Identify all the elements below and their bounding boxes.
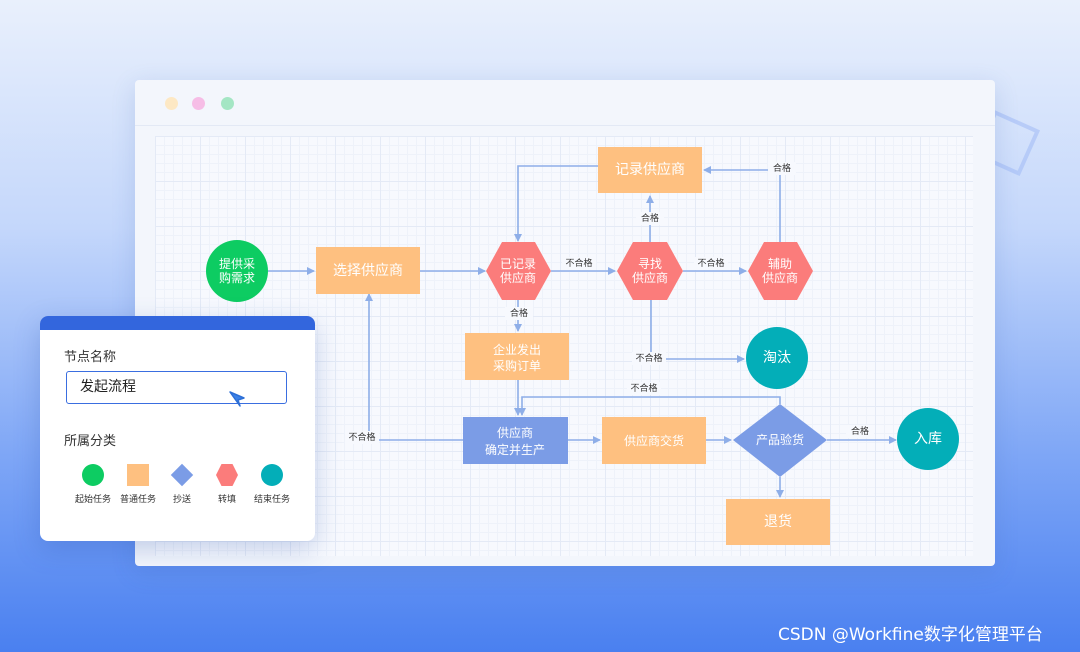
node-select-supplier[interactable]: 选择供应商 bbox=[316, 247, 420, 294]
node-eliminate[interactable]: 淘汰 bbox=[746, 327, 808, 389]
category-item-label: 转填 bbox=[217, 495, 236, 505]
window-maximize-dot[interactable] bbox=[192, 97, 205, 110]
node-name-label: 节点名称 bbox=[64, 350, 117, 365]
category-item-label: 起始任务 bbox=[74, 495, 111, 505]
category-item-label: 抄送 bbox=[172, 495, 191, 505]
edge-label-find-to-record: 合格 bbox=[641, 212, 659, 224]
edge-label-confirm-to-select: 不合格 bbox=[348, 431, 375, 443]
node-return-goods[interactable]: 退货 bbox=[726, 499, 830, 545]
node-shape bbox=[746, 327, 808, 389]
node-line: 辅助 bbox=[768, 257, 792, 271]
node-issue-purchase-order[interactable]: 企业发出 采购订单 bbox=[465, 333, 569, 380]
edge-label-recorded-to-order: 合格 bbox=[510, 307, 528, 319]
edge-assist-to-record bbox=[703, 166, 781, 242]
task-square-icon bbox=[127, 464, 149, 486]
mouse-pointer-icon bbox=[229, 391, 245, 407]
node-line: 采购订单 bbox=[493, 358, 541, 373]
node-line: 入库 bbox=[914, 431, 942, 447]
node-shape bbox=[316, 247, 420, 294]
category-item-label: 结束任务 bbox=[253, 495, 290, 505]
node-confirm-production[interactable]: 供应商 确定并生产 bbox=[463, 417, 568, 464]
node-shape bbox=[733, 404, 827, 477]
panel-header-bar bbox=[40, 316, 315, 330]
node-properties-panel: 节点名称 发起流程 所属分类 起始任务 普通任务 抄送 转填 结束任务 bbox=[40, 316, 315, 541]
node-find-supplier[interactable]: 寻找 供应商 bbox=[617, 242, 683, 300]
node-supplier-delivery[interactable]: 供应商交货 bbox=[602, 417, 706, 464]
node-assist-supplier[interactable]: 辅助 供应商 bbox=[748, 242, 813, 300]
transfer-hexagon-icon bbox=[216, 464, 238, 486]
category-cc[interactable]: 抄送 bbox=[152, 463, 212, 505]
window-titlebar bbox=[135, 80, 995, 126]
start-circle-icon bbox=[82, 464, 104, 486]
category-transfer[interactable]: 转填 bbox=[197, 464, 257, 505]
node-shape bbox=[617, 242, 683, 300]
node-line: 供应商 bbox=[500, 270, 536, 285]
node-shape bbox=[206, 240, 268, 302]
category-start-task[interactable]: 起始任务 bbox=[63, 464, 123, 505]
node-shape bbox=[602, 417, 706, 464]
node-line: 选择供应商 bbox=[333, 262, 403, 279]
category-label: 所属分类 bbox=[64, 434, 117, 449]
edge-inspect-to-confirm bbox=[518, 396, 781, 416]
node-shape bbox=[897, 408, 959, 470]
edge-find-to-eliminate bbox=[650, 300, 745, 363]
node-line: 供应商 bbox=[497, 425, 533, 440]
node-line: 提供采 bbox=[219, 256, 255, 271]
node-record-supplier[interactable]: 记录供应商 bbox=[598, 147, 702, 193]
edge-label-inspect-to-warehouse: 合格 bbox=[851, 425, 869, 437]
node-shape bbox=[726, 499, 830, 545]
edge-label-recorded-to-find: 不合格 bbox=[565, 257, 592, 269]
edge-label-assist-to-record: 合格 bbox=[773, 162, 791, 174]
node-line: 供应商 bbox=[632, 270, 668, 285]
node-line: 寻找 bbox=[638, 257, 662, 271]
node-shape bbox=[486, 242, 551, 300]
node-name-input[interactable]: 发起流程 bbox=[66, 371, 287, 404]
node-line: 供应商交货 bbox=[624, 433, 684, 448]
node-shape bbox=[463, 417, 568, 464]
node-line: 记录供应商 bbox=[615, 161, 685, 178]
node-line: 企业发出 bbox=[493, 342, 541, 357]
node-line: 淘汰 bbox=[763, 350, 791, 366]
edge-label-inspect-to-confirm: 不合格 bbox=[630, 382, 657, 394]
node-shape bbox=[598, 147, 702, 193]
node-line: 确定并生产 bbox=[485, 442, 545, 457]
category-item-label: 普通任务 bbox=[119, 495, 156, 505]
node-line: 供应商 bbox=[762, 270, 798, 285]
node-line: 退货 bbox=[764, 513, 792, 530]
window-close-dot[interactable] bbox=[221, 97, 234, 110]
end-circle-icon bbox=[261, 464, 283, 486]
cc-diamond-icon bbox=[170, 463, 194, 487]
category-end-task[interactable]: 结束任务 bbox=[242, 464, 302, 505]
node-start-provide-demand[interactable]: 提供采 购需求 bbox=[206, 240, 268, 302]
node-recorded-supplier[interactable]: 已记录 供应商 bbox=[486, 242, 551, 300]
edge-label-find-to-eliminate: 不合格 bbox=[635, 352, 662, 364]
edge-label-find-to-assist: 不合格 bbox=[697, 257, 724, 269]
category-normal-task[interactable]: 普通任务 bbox=[108, 464, 168, 505]
node-warehouse[interactable]: 入库 bbox=[897, 408, 959, 470]
node-line: 产品验货 bbox=[756, 432, 804, 447]
node-shape bbox=[465, 333, 569, 380]
node-product-inspection[interactable]: 产品验货 bbox=[733, 404, 827, 477]
node-line: 已记录 bbox=[500, 257, 536, 271]
watermark-text: CSDN @Workfine数字化管理平台 bbox=[778, 625, 1043, 645]
edge-confirm-to-select bbox=[365, 293, 463, 441]
node-line: 购需求 bbox=[219, 270, 255, 285]
edge-record-to-recorded bbox=[514, 165, 598, 242]
window-minimize-dot[interactable] bbox=[165, 97, 178, 110]
node-shape bbox=[748, 242, 813, 300]
